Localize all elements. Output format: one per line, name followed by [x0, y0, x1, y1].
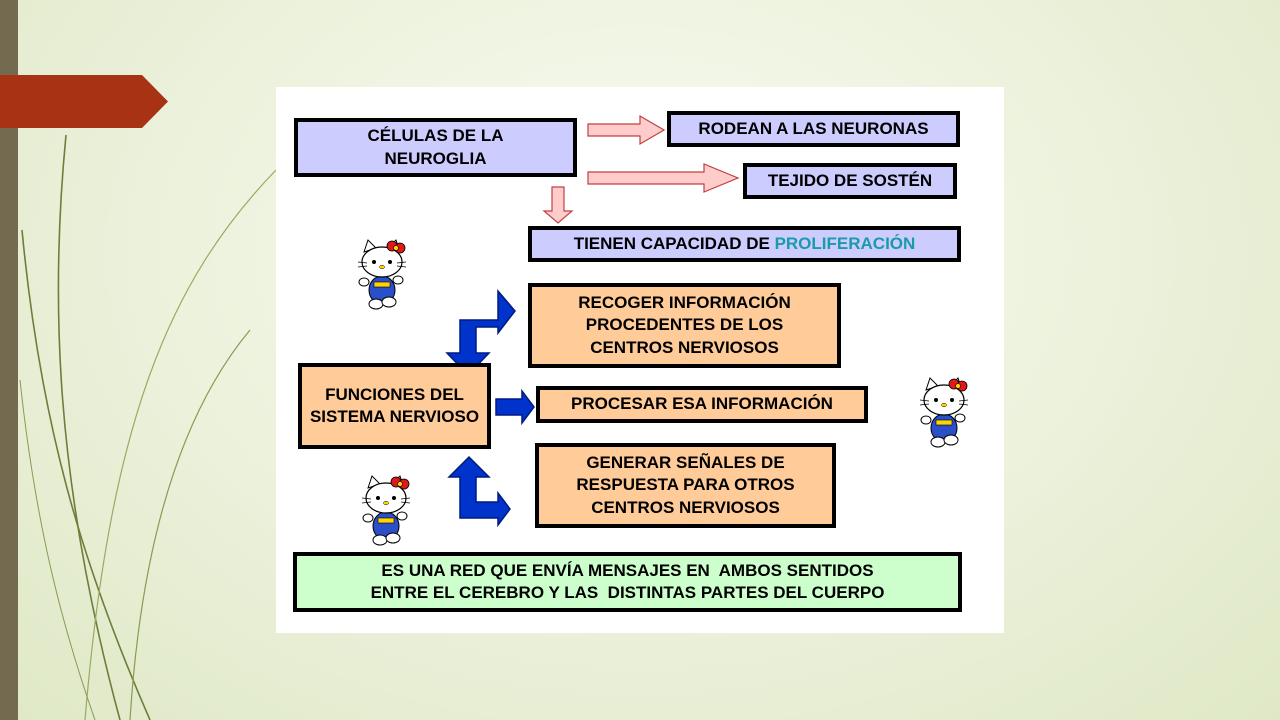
rodean-text: RODEAN A LAS NEURONAS	[698, 118, 929, 138]
pink-arrow-to-rodean	[587, 114, 666, 146]
kitty-character-icon	[357, 239, 407, 310]
neuroglia-box: CÉLULAS DE LA NEUROGLIA	[294, 118, 577, 177]
neuroglia-text: CÉLULAS DE LA NEUROGLIA	[367, 126, 504, 168]
capacidad-prefix: TIENEN CAPACIDAD DE	[573, 233, 775, 253]
blue-bent-arrow-down	[447, 455, 511, 528]
rodean-box: RODEAN A LAS NEURONAS	[667, 111, 960, 147]
capacidad-text: TIENEN CAPACIDAD DE PROLIFERACIÓN	[574, 233, 916, 255]
tejido-box: TEJIDO DE SOSTÉN	[743, 163, 957, 199]
red-title-tab	[0, 75, 168, 128]
recoger-text: RECOGER INFORMACIÓN PROCEDENTES DE LOS C…	[578, 293, 791, 357]
pink-arrow-down-to-capacidad	[542, 186, 574, 224]
funciones-box: FUNCIONES DEL SISTEMA NERVIOSO	[298, 363, 491, 449]
blue-arrow-to-procesar	[495, 388, 535, 426]
left-accent-bar	[0, 0, 18, 720]
red-box: ES UNA RED QUE ENVÍA MENSAJES EN AMBOS S…	[293, 552, 962, 612]
decorative-stems	[19, 134, 277, 720]
generar-box: GENERAR SEÑALES DE RESPUESTA PARA OTROS …	[535, 443, 836, 528]
arrows-layer	[445, 114, 740, 528]
tejido-text: TEJIDO DE SOSTÉN	[767, 170, 933, 190]
procesar-box: PROCESAR ESA INFORMACIÓN	[536, 386, 868, 423]
proliferacion-highlight: PROLIFERACIÓN	[774, 233, 916, 253]
funciones-text: FUNCIONES DEL SISTEMA NERVIOSO	[309, 384, 480, 426]
kitty-character-icon	[361, 475, 411, 546]
red-text-line2: ENTRE EL CEREBRO Y LAS DISTINTAS PARTES …	[370, 583, 885, 602]
capacidad-box: TIENEN CAPACIDAD DE PROLIFERACIÓN	[528, 226, 961, 262]
red-text-line1: ES UNA RED QUE ENVÍA MENSAJES EN AMBOS S…	[381, 560, 874, 580]
diagram-panel: CÉLULAS DE LA NEUROGLIA RODEAN A LAS NEU…	[276, 87, 1004, 633]
generar-text: GENERAR SEÑALES DE RESPUESTA PARA OTROS …	[576, 453, 795, 517]
procesar-text: PROCESAR ESA INFORMACIÓN	[571, 394, 833, 414]
kitty-character-icon	[919, 377, 969, 448]
pink-arrow-to-tejido	[587, 163, 740, 193]
recoger-box: RECOGER INFORMACIÓN PROCEDENTES DE LOS C…	[528, 283, 841, 368]
